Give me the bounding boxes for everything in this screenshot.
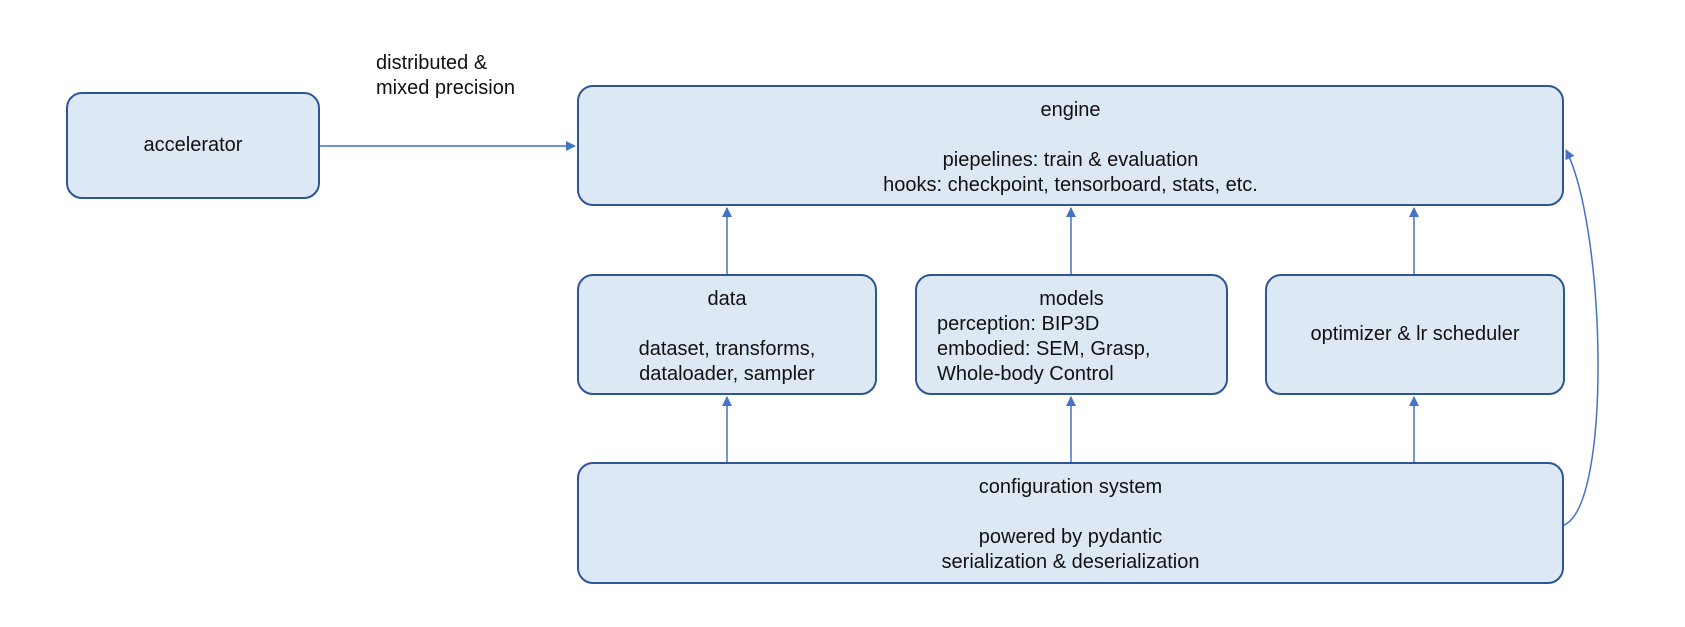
node-data: data dataset, transforms, dataloader, sa… — [577, 274, 877, 395]
node-optimizer-title: optimizer & lr scheduler — [1310, 323, 1520, 345]
edge-label-line-1: distributed & — [376, 52, 488, 74]
edge-label-accelerator-engine: distributed & mixed precision — [376, 51, 515, 101]
node-accelerator-title: accelerator — [143, 134, 243, 156]
node-models: models perception: BIP3D embodied: SEM, … — [915, 274, 1228, 395]
node-models-line-2: embodied: SEM, Grasp, — [937, 338, 1151, 360]
node-config-line-2: serialization & deserialization — [941, 551, 1200, 573]
node-config-line-1: powered by pydantic — [978, 526, 1163, 548]
node-data-line-1: dataset, transforms, — [638, 338, 816, 360]
node-accelerator: accelerator — [66, 92, 320, 199]
node-config: configuration system powered by pydantic… — [577, 462, 1564, 584]
node-engine-line-2: hooks: checkpoint, tensorboard, stats, e… — [883, 174, 1258, 196]
node-optimizer: optimizer & lr scheduler — [1265, 274, 1565, 395]
node-engine: engine piepelines: train & evaluation ho… — [577, 85, 1564, 206]
node-models-line-1: perception: BIP3D — [937, 313, 1100, 335]
node-engine-title: engine — [1040, 99, 1101, 121]
arrow-config-to-engine — [1563, 149, 1599, 526]
node-models-line-3: Whole-body Control — [937, 363, 1114, 385]
node-data-line-2: dataloader, sampler — [639, 363, 815, 385]
node-engine-line-1: piepelines: train & evaluation — [942, 149, 1199, 171]
node-data-title: data — [707, 288, 747, 310]
node-models-title: models — [1039, 288, 1104, 310]
node-config-title: configuration system — [978, 476, 1163, 498]
edge-label-line-2: mixed precision — [376, 77, 515, 99]
